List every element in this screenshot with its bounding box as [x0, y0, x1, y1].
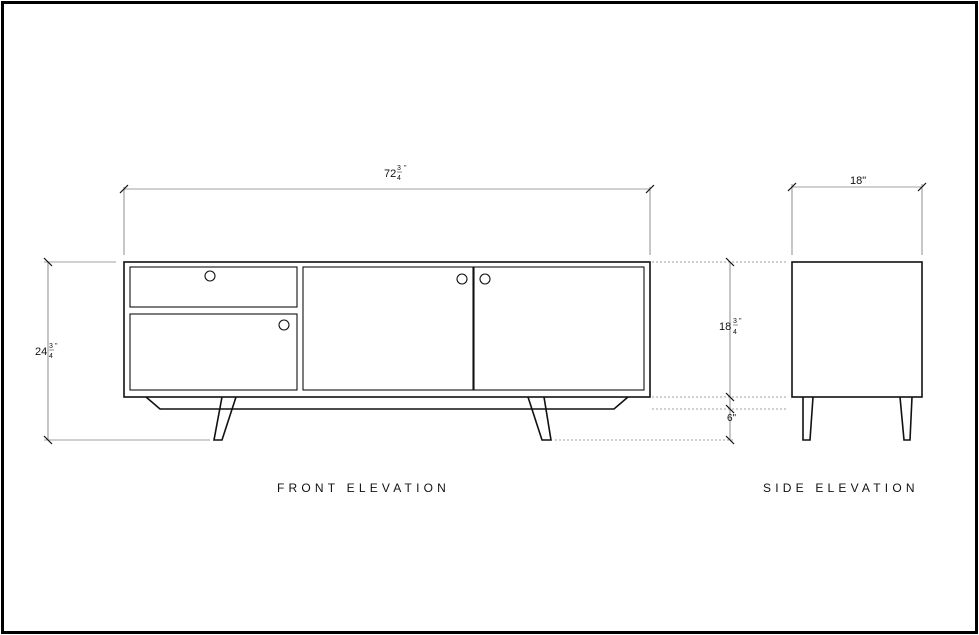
overall-height-unit: "	[55, 343, 58, 350]
front-left-door	[129, 313, 298, 391]
overall-width-num: 3	[397, 165, 401, 172]
front-case-outline	[123, 261, 651, 398]
overall-width-dimension: 72 3 " 4	[119, 165, 655, 255]
overall-height-whole: 24	[35, 346, 47, 358]
side-case-outline	[791, 261, 923, 398]
overall-width-whole: 72	[384, 168, 396, 180]
front-elevation	[123, 261, 651, 441]
case-height-num: 3	[733, 318, 737, 325]
drawer-knob	[204, 270, 216, 282]
case-height-whole: 18	[719, 321, 731, 333]
front-drawer	[129, 266, 298, 308]
overall-height-dimension: 24 3 " 4	[35, 257, 210, 445]
leg-height-label: 6"	[727, 413, 737, 424]
front-right-leg	[527, 396, 552, 441]
depth-dimension: 18"	[787, 175, 927, 255]
depth-label: 18"	[850, 175, 866, 187]
center-door-knob	[456, 273, 468, 285]
side-left-leg	[802, 396, 814, 441]
case-height-den: 4	[733, 329, 737, 336]
side-right-leg	[899, 396, 913, 441]
front-right-door	[473, 266, 645, 391]
case-height-dimension: 18 3 " 4 6"	[555, 257, 788, 445]
side-elevation-title: SIDE ELEVATION	[763, 481, 919, 495]
overall-height-num: 3	[49, 343, 53, 350]
front-base-apron	[145, 396, 629, 410]
front-elevation-title: FRONT ELEVATION	[277, 481, 450, 495]
right-door-knob	[479, 273, 491, 285]
front-left-leg	[213, 396, 237, 441]
overall-width-den: 4	[397, 175, 401, 182]
side-elevation	[791, 261, 923, 441]
case-height-unit: "	[739, 318, 742, 325]
front-center-door	[302, 266, 474, 391]
left-door-knob	[278, 319, 290, 331]
overall-height-den: 4	[49, 353, 53, 360]
overall-width-unit: "	[404, 165, 407, 172]
